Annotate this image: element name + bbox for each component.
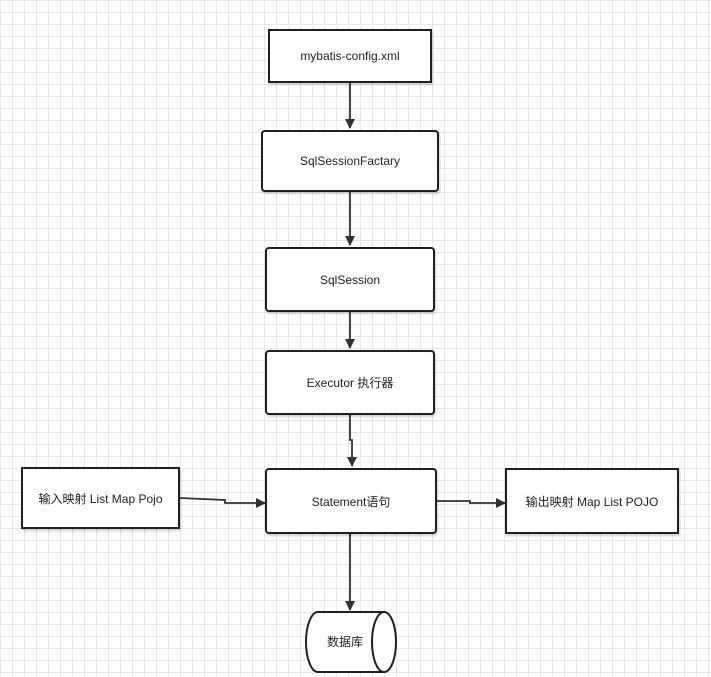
database-cylinder: 数据库 [305,611,397,673]
output-mapping-node: 输出映射 Map List POJO [505,468,679,534]
arrow-executor-to-statement [347,415,357,467]
mybatis-config-node: mybatis-config.xml [268,29,432,83]
database-label: 数据库 [327,634,363,649]
sql-session-factory-node: SqlSessionFactary [261,130,439,192]
output-mapping-label: 输出映射 Map List POJO [525,494,659,509]
sql-session-node: SqlSession [265,247,435,312]
mybatis-config-label: mybatis-config.xml [300,49,400,63]
statement-node: Statement语句 [265,468,437,534]
input-mapping-node: 输入映射 List Map Pojo [21,467,180,529]
executor-node: Executor 执行器 [265,350,435,415]
sql-session-factory-label: SqlSessionFactary [299,154,401,168]
arrow-input-to-statement [179,497,266,508]
arrow-statement-to-output [436,498,506,508]
executor-label: Executor 执行器 [306,376,394,390]
sql-session-label: SqlSession [319,272,381,287]
statement-label: Statement语句 [311,494,391,509]
input-mapping-label: 输入映射 List Map Pojo [38,491,163,506]
